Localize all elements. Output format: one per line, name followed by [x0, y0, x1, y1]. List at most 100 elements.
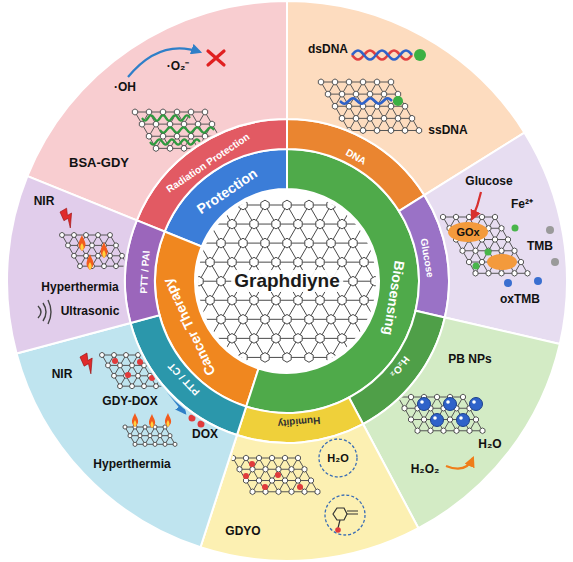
- node-label: ·O₂⁻: [167, 60, 190, 74]
- benzene-ring: [338, 219, 346, 229]
- diyne-link: [188, 262, 199, 281]
- benzene-ring: [217, 276, 225, 286]
- oxygen-group: [243, 473, 249, 479]
- benzene-ring: [402, 405, 407, 411]
- diyne-link: [265, 281, 287, 282]
- benzene-ring: [153, 145, 158, 151]
- benzene-ring: [316, 295, 324, 305]
- diyne-link: [188, 243, 199, 262]
- benzene-ring: [209, 145, 214, 151]
- sector-art: [79, 352, 204, 447]
- benzene-ring: [173, 238, 181, 248]
- flame-icon: [132, 413, 138, 427]
- benzene-ring: [123, 425, 127, 429]
- np-highlight: [433, 416, 437, 420]
- benzene-ring: [112, 352, 117, 357]
- benzene-ring: [206, 295, 214, 305]
- benzene-ring: [283, 276, 291, 286]
- benzene-ring: [426, 334, 434, 344]
- benzene-ring: [106, 363, 111, 368]
- benzene-ring: [415, 314, 423, 324]
- node-label: Hyperthermia: [93, 458, 170, 472]
- sound-wave: [48, 300, 51, 324]
- benzene-ring: [143, 442, 147, 446]
- benzene-ring: [140, 219, 148, 229]
- benzene-ring: [114, 243, 119, 248]
- diyne-link: [430, 338, 441, 357]
- benzene-ring: [188, 109, 193, 115]
- benzene-ring: [136, 352, 141, 357]
- diyne-link: [397, 281, 408, 300]
- diyne-link: [210, 338, 221, 357]
- flame-core: [80, 243, 83, 251]
- benzene-ring: [374, 127, 379, 133]
- dashed-callout: [325, 495, 365, 535]
- benzene-ring: [325, 91, 330, 97]
- benzene-ring: [525, 270, 530, 276]
- benzene-ring: [160, 373, 165, 378]
- benzene-ring: [409, 417, 414, 423]
- diyne-link: [155, 205, 166, 224]
- node-label: GDY-DOX: [102, 395, 157, 409]
- dna-strand: [340, 98, 392, 103]
- benzene-ring: [360, 257, 368, 267]
- benzene-ring: [195, 200, 203, 210]
- node-label: TMB: [527, 240, 553, 254]
- benzene-ring: [332, 79, 337, 85]
- iron-ion: [473, 263, 480, 270]
- diyne-link: [353, 357, 375, 358]
- flame-core: [151, 421, 154, 428]
- benzene-ring: [129, 200, 137, 210]
- benzene-ring: [78, 264, 83, 269]
- benzene-ring: [72, 253, 77, 258]
- benzene-ring: [166, 384, 171, 389]
- benzene-ring: [349, 314, 357, 324]
- benzene-ring: [302, 466, 307, 472]
- dox-molecule: [112, 358, 118, 364]
- np-highlight: [446, 400, 450, 404]
- diyne-link: [198, 148, 212, 149]
- benzene-ring: [206, 257, 214, 267]
- benzene-ring: [160, 133, 165, 139]
- diyne-link: [155, 205, 177, 206]
- diyne-link: [188, 300, 199, 319]
- benzene-ring: [217, 353, 225, 363]
- benzene-ring: [327, 238, 335, 248]
- np-highlight: [472, 400, 476, 404]
- benzene-ring: [309, 478, 314, 484]
- bsa-protein: [142, 115, 190, 120]
- benzene-ring: [415, 428, 420, 434]
- process-arrow: [168, 392, 185, 413]
- diyne-link: [287, 281, 309, 282]
- prussian-blue-np: [444, 398, 457, 411]
- benzene-ring: [184, 257, 192, 267]
- node-label: H₂O₂: [411, 463, 440, 477]
- benzene-ring: [388, 127, 393, 133]
- node-label: H₂O: [327, 452, 348, 465]
- bsa-protein: [150, 139, 200, 144]
- diyne-link: [166, 224, 188, 225]
- graphdiyne-lattice: [100, 352, 171, 388]
- benzene-ring: [173, 442, 177, 446]
- diyne-link: [375, 281, 397, 282]
- graphdiyne-lattice: [396, 394, 485, 433]
- benzene-ring: [162, 257, 170, 267]
- node-label: GOx: [456, 226, 479, 239]
- diyne-link: [144, 224, 166, 225]
- diyne-link: [177, 281, 188, 300]
- flame-core: [167, 420, 170, 427]
- diyne-link: [155, 243, 177, 244]
- sector-fill: [7, 176, 137, 353]
- benzene-ring: [499, 225, 504, 231]
- diyne-link: [397, 319, 408, 338]
- benzene-ring: [228, 334, 236, 344]
- diyne-link: [188, 224, 199, 243]
- benzene-ring: [454, 428, 459, 434]
- benzene-ring: [283, 455, 288, 461]
- benzene-ring: [102, 264, 107, 269]
- benzene-ring: [143, 425, 147, 429]
- graphdiyne-lattice: [123, 425, 177, 447]
- benzene-ring: [388, 103, 393, 109]
- dna-strand: [352, 50, 412, 59]
